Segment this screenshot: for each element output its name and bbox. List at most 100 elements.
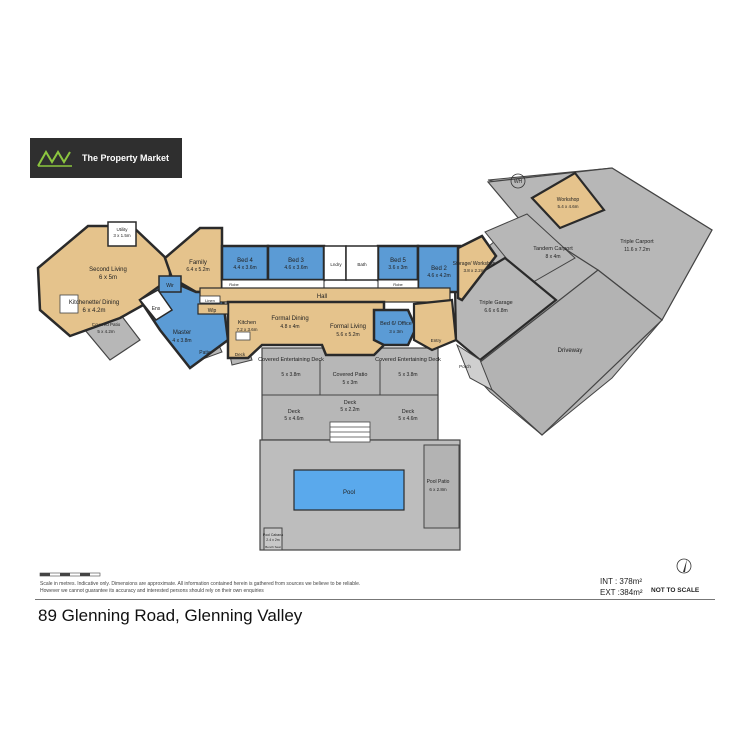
internal-area: INT : 378m² (600, 577, 643, 586)
room-name: Wip (208, 308, 217, 314)
room-name: Deck (235, 352, 246, 357)
porch-area (455, 343, 493, 392)
room-name: Deck (344, 400, 357, 406)
room-dim: 8 x 4m (545, 254, 560, 260)
water-heater-label: WH (514, 179, 523, 185)
room-name: Kitchen (238, 320, 256, 326)
room-dim: 6 x 5m (99, 275, 117, 281)
room-dim: 5 x 2.2m (340, 407, 359, 413)
bed6-room (372, 308, 418, 347)
room-name: Storage/ Workshop (453, 261, 496, 267)
wir-room (158, 275, 182, 293)
room-name: Pool Cabana (263, 533, 283, 537)
room-dim: 3.8 x 2.2m (463, 268, 484, 273)
room-name: Lndry (330, 262, 342, 267)
room-dim: 5 x 3m (342, 380, 357, 386)
room-name: Wir (166, 283, 174, 289)
room-dim: 4.8 x 4m (280, 324, 299, 330)
room-dim: 3 x 1.5m (113, 233, 131, 238)
room-dim: 5.6 x 5.2m (336, 332, 359, 338)
room-name: Triple Carport (620, 239, 654, 245)
ensuite-room (138, 289, 174, 321)
room-name: Robe (393, 282, 403, 287)
room-name: Bed 6/ Office (380, 321, 412, 327)
room-name: Bed 4 (237, 258, 253, 264)
room-name: Hall (317, 294, 327, 300)
room-name: Second Living (89, 267, 127, 273)
scale-bar (39, 572, 101, 577)
room-name: Bath (357, 262, 367, 267)
room-name: Workshop (557, 197, 580, 203)
room-dim: 5.4 x 4.6m (557, 204, 578, 209)
external-area: EXT :384m² (600, 588, 643, 597)
room-dim: 3 x 3m (389, 329, 403, 334)
room-name: Master (173, 330, 191, 336)
brand-name: The Property Market (82, 153, 170, 163)
room-name: Driveway (558, 348, 583, 354)
room-dim: 6.6 x 6.8m (484, 308, 507, 314)
room-dim: 5 x 4.6m (398, 416, 417, 422)
deck-stairs (329, 421, 371, 443)
pool-cabana (263, 527, 283, 551)
room-dim: 7.2 x 3.6m (236, 327, 257, 332)
room-name: Deck (288, 409, 301, 415)
room-name: Utility (117, 227, 129, 232)
kitchen-bench (59, 294, 79, 314)
room-name: Formal Dining (271, 316, 308, 322)
linen-cupboard (199, 295, 221, 304)
room-dim: 6.4 x 5.2m (186, 267, 209, 273)
utility-room (107, 221, 137, 247)
room-dim: 6 x 4.2m (82, 308, 105, 314)
divider (35, 599, 715, 600)
room-name: Covered Entertaining Deck (375, 357, 441, 363)
room-name: Kitchenette/ Dining (69, 300, 119, 306)
room-name: Bed 2 (431, 266, 447, 272)
bath-room (345, 245, 379, 281)
driveway (469, 269, 663, 436)
pool-patio (423, 444, 460, 529)
room-name: Covered Patio (333, 372, 368, 378)
room-name: Covered Patio (92, 322, 121, 327)
room-name: Bed 5 (390, 258, 406, 264)
room-dim: 2.4 x 2m (266, 538, 280, 542)
pool (293, 469, 405, 511)
room-name: Patio (199, 350, 211, 356)
room-dim: 4.6 x 4.2m (427, 273, 450, 279)
mountain-logo-icon (37, 150, 72, 167)
property-address: 89 Glenning Road, Glenning Valley (38, 606, 303, 625)
room-name: Covered Entertaining Deck (258, 357, 324, 363)
kitchen-island (235, 331, 251, 341)
room-name: Tandem Carport (533, 246, 573, 252)
entry-area (412, 298, 458, 352)
workshop (530, 171, 606, 230)
room-name: Deck (402, 409, 415, 415)
wip-room (197, 303, 229, 315)
room-name: Family (189, 260, 207, 266)
room-name: Ens (152, 306, 161, 312)
room-dim: 5 x 4.6m (284, 416, 303, 422)
room-dim: 6 x 2.8m (429, 487, 447, 492)
room-name: Pool (343, 490, 355, 496)
room-name: Bench Seat (265, 545, 281, 549)
room-name: Entry (431, 338, 442, 343)
room-dim: 5 x 3.8m (281, 372, 300, 378)
room-name: Triple Garage (479, 300, 512, 306)
water-heater-marker (510, 173, 526, 189)
room-dim: 5 x 3.8m (398, 372, 417, 378)
room-name: Bed 3 (288, 258, 304, 264)
room-dim: 4.6 x 3.6m (284, 265, 307, 271)
north-arrow-icon (676, 558, 692, 574)
brand-logo: The Property Market (30, 138, 182, 178)
room-name: Porch (459, 364, 471, 369)
storage-workshop-room (456, 234, 498, 302)
disclaimer: Scale in metres. Indicative only. Dimens… (40, 581, 361, 594)
second-living-wing (36, 224, 172, 338)
room-dim: 11.6 x 7.2m (624, 247, 650, 253)
room-dim: 4.4 x 3.6m (233, 265, 256, 271)
area-summary: INT : 378m² EXT :384m² (600, 576, 680, 598)
room-name: Pool Patio (427, 479, 450, 485)
room-dim: 5 x 4.2m (97, 329, 115, 334)
not-to-scale-note: NOT TO SCALE (651, 587, 700, 594)
room-name: Linen (205, 298, 215, 303)
